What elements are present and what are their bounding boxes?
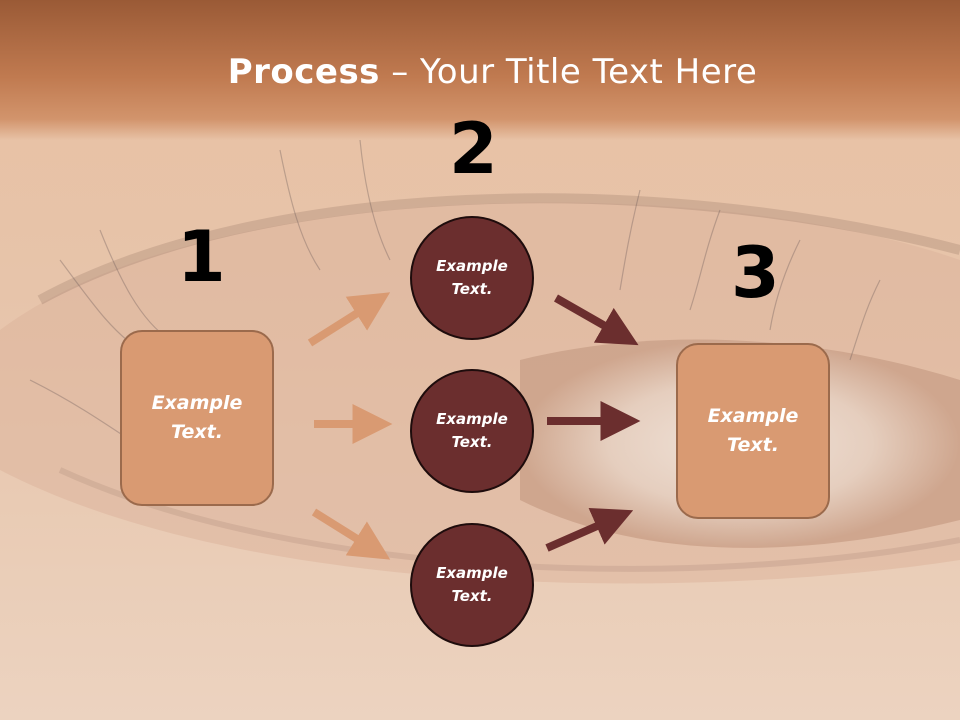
step-number-3: 3 [731, 232, 780, 314]
step-box-1-label: Example Text. [151, 392, 243, 443]
arrow-box1-to-circle1 [307, 292, 391, 347]
step-box-1: Example Text. [120, 330, 274, 506]
step-number-1: 1 [177, 216, 226, 298]
title-rest: – Your Title Text Here [379, 52, 758, 92]
arrow-box1-to-circle3 [311, 508, 391, 560]
step-circle-1: Example Text. [410, 216, 534, 340]
arrow-circle1-to-box3 [554, 294, 639, 346]
title-bold: Process [227, 52, 380, 92]
step-circle-2: Example Text. [410, 369, 534, 493]
step-circle-2-label: Example Text. [436, 410, 508, 451]
step-number-2: 2 [449, 108, 498, 190]
step-box-3-label: Example Text. [707, 405, 799, 456]
step-circle-3: Example Text. [410, 523, 534, 647]
step-box-3: Example Text. [676, 343, 830, 519]
step-circle-3-label: Example Text. [436, 564, 508, 605]
slide-title: Process – Your Title Text Here [0, 52, 960, 92]
step-circle-1-label: Example Text. [436, 257, 508, 298]
title-band [0, 0, 960, 140]
arrow-circle3-to-box3 [545, 507, 634, 552]
